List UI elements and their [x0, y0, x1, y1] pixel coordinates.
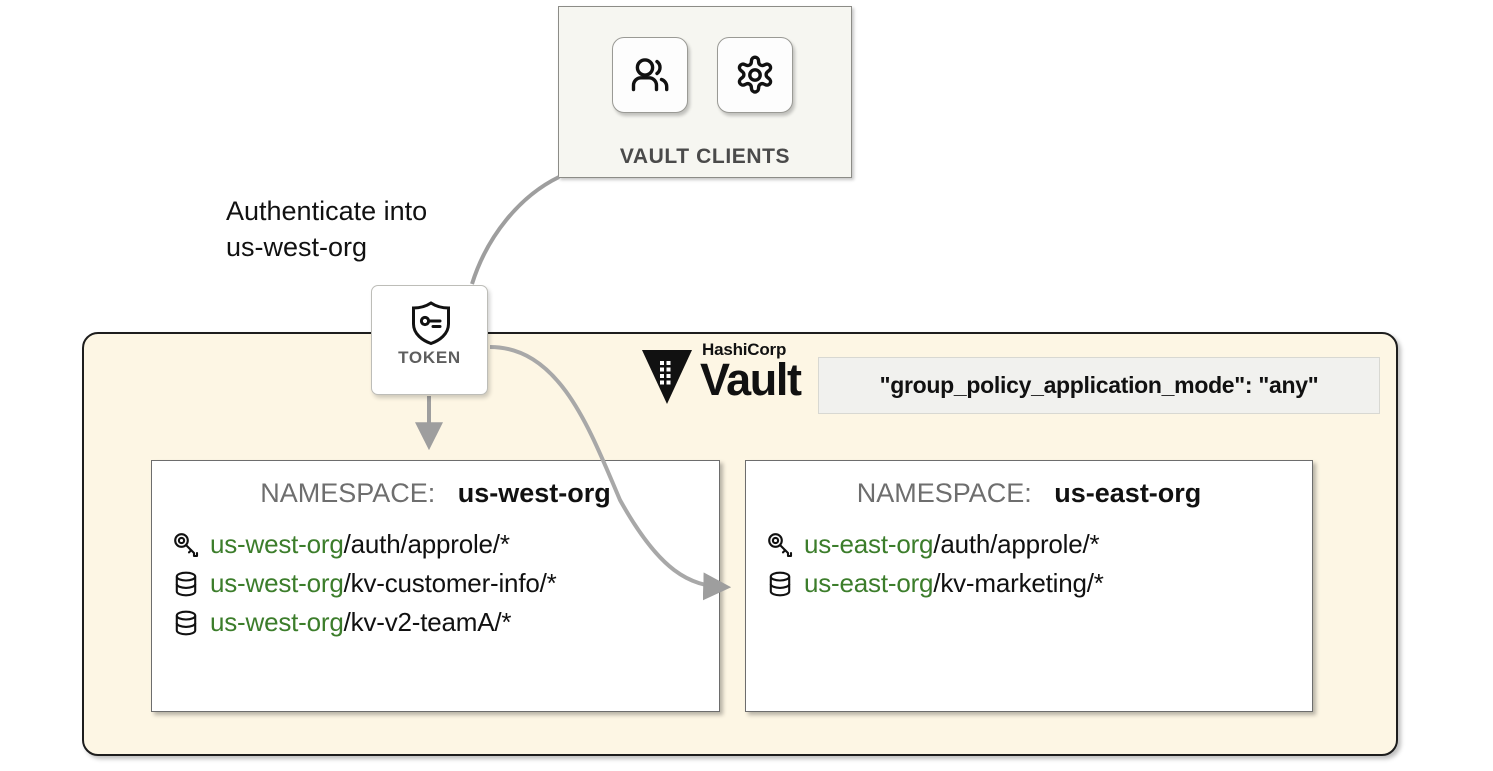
key-icon	[766, 531, 804, 559]
namespace-path-row: us-west-org/auth/approle/*	[172, 525, 711, 564]
vault-triangle-logo-icon	[642, 350, 692, 404]
authenticate-annotation-line1: Authenticate into	[226, 196, 428, 226]
namespace-path-text: us-west-org/kv-v2-teamA/*	[210, 607, 512, 638]
key-icon	[172, 531, 210, 559]
namespace-path-text: us-west-org/auth/approle/*	[210, 529, 510, 560]
namespace-path-text: us-east-org/auth/approle/*	[804, 529, 1100, 560]
namespace-path-suffix: /auth/approle/*	[343, 529, 510, 559]
namespace-path-prefix: us-east-org	[804, 529, 934, 559]
users-icon	[631, 58, 669, 92]
namespace-path-suffix: /auth/approle/*	[933, 529, 1100, 559]
gear-icon-tile[interactable]	[717, 37, 793, 113]
namespace-title-label: NAMESPACE:	[856, 478, 1047, 508]
namespace-title-label: NAMESPACE:	[260, 478, 451, 508]
namespace-card-us-west-org: NAMESPACE: us-west-org us-west-org/auth/…	[151, 460, 720, 712]
authenticate-annotation-line2: us-west-org	[226, 232, 368, 263]
namespace-path-list: us-east-org/auth/approle/* us-east-org/k…	[766, 525, 1304, 603]
database-icon	[172, 609, 210, 637]
namespace-path-text: us-west-org/kv-customer-info/*	[210, 568, 557, 599]
namespace-path-prefix: us-west-org	[210, 607, 344, 637]
authenticate-annotation: Authenticate into us-west-org	[226, 193, 526, 265]
group-policy-application-mode-chip: "group_policy_application_mode": "any"	[818, 357, 1380, 414]
namespace-path-suffix: /kv-marketing/*	[933, 568, 1104, 598]
namespace-title-value: us-west-org	[457, 478, 611, 508]
gear-icon	[737, 55, 773, 94]
namespace-path-prefix: us-west-org	[210, 568, 344, 598]
token-label: TOKEN	[398, 348, 461, 367]
shield-key-icon	[412, 301, 450, 346]
database-icon	[172, 570, 210, 598]
vault-brand-name: Vault	[700, 354, 802, 405]
namespace-path-prefix: us-east-org	[804, 568, 934, 598]
namespace-path-row: us-west-org/kv-customer-info/*	[172, 564, 711, 603]
namespace-path-row: us-east-org/auth/approle/*	[766, 525, 1304, 564]
namespace-card-us-east-org: NAMESPACE: us-east-org us-east-org/auth/…	[745, 460, 1313, 712]
namespace-title-us-west-org: NAMESPACE: us-west-org	[152, 478, 719, 509]
namespace-path-list: us-west-org/auth/approle/* us-west-org/k…	[172, 525, 711, 642]
database-icon	[766, 570, 804, 598]
group-policy-application-mode-text: "group_policy_application_mode": "any"	[879, 372, 1319, 398]
namespace-path-suffix: /kv-customer-info/*	[343, 568, 557, 598]
namespace-path-row: us-east-org/kv-marketing/*	[766, 564, 1304, 603]
namespace-path-row: us-west-org/kv-v2-teamA/*	[172, 603, 711, 642]
namespace-path-prefix: us-west-org	[210, 529, 344, 559]
token-box: TOKEN	[371, 285, 488, 395]
vault-clients-box: VAULT CLIENTS	[558, 6, 852, 178]
vault-logo: HashiCorp Vault	[640, 340, 815, 410]
namespace-title-value: us-east-org	[1054, 478, 1202, 508]
namespace-path-text: us-east-org/kv-marketing/*	[804, 568, 1104, 599]
vault-clients-label: VAULT CLIENTS	[619, 145, 791, 168]
users-icon-tile[interactable]	[612, 37, 688, 113]
namespace-path-suffix: /kv-v2-teamA/*	[343, 607, 512, 637]
namespace-title-us-east-org: NAMESPACE: us-east-org	[746, 478, 1312, 509]
